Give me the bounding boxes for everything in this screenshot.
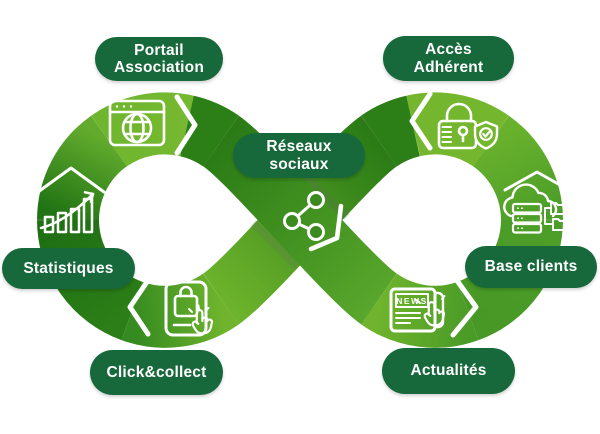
- tablet-shopping-bag-icon: [164, 280, 214, 337]
- browser-globe-icon: [108, 99, 166, 147]
- crossing-shadow-lower: [250, 220, 300, 270]
- news-hand-icon: NEWS: [389, 287, 446, 333]
- cloud-database-icon: [503, 170, 571, 234]
- news-icon-label: NEWS: [396, 296, 428, 306]
- flow-chevron-left-bottom-left-icon: [127, 276, 152, 337]
- node-pill-acces-adherent: Accès Adhérent: [383, 36, 514, 81]
- node-pill-click-collect: Click&collect: [90, 350, 223, 395]
- node-pill-actualites: Actualités: [382, 348, 515, 394]
- house-growth-chart-icon: [36, 166, 106, 234]
- crossing-shadow-upper: [300, 170, 350, 220]
- flow-chevron-center-icon: [308, 203, 344, 252]
- flow-chevron-left-top-right-icon: [409, 91, 433, 151]
- loop-right-arc-right: [472, 115, 563, 222]
- loop-right-arc-top-dark-wedge: [361, 95, 421, 168]
- lock-shield-icon: [437, 102, 499, 150]
- node-pill-base-clients: Base clients: [465, 246, 597, 288]
- loop-left-arc-top: [91, 92, 195, 168]
- loop-right-arc-bottom-left: [361, 273, 479, 348]
- flow-chevron-right-top-left-icon: [174, 94, 198, 156]
- node-pill-statistiques: Statistiques: [2, 248, 135, 289]
- share-icon: [283, 191, 325, 241]
- node-pill-portail-association: Portail Association: [95, 37, 223, 81]
- loop-left-arc-top-dark-wedge: [179, 95, 239, 168]
- flow-chevron-right-bottom-right-icon: [450, 272, 479, 338]
- node-pill-reseaux-sociaux: Réseaux sociaux: [233, 133, 365, 178]
